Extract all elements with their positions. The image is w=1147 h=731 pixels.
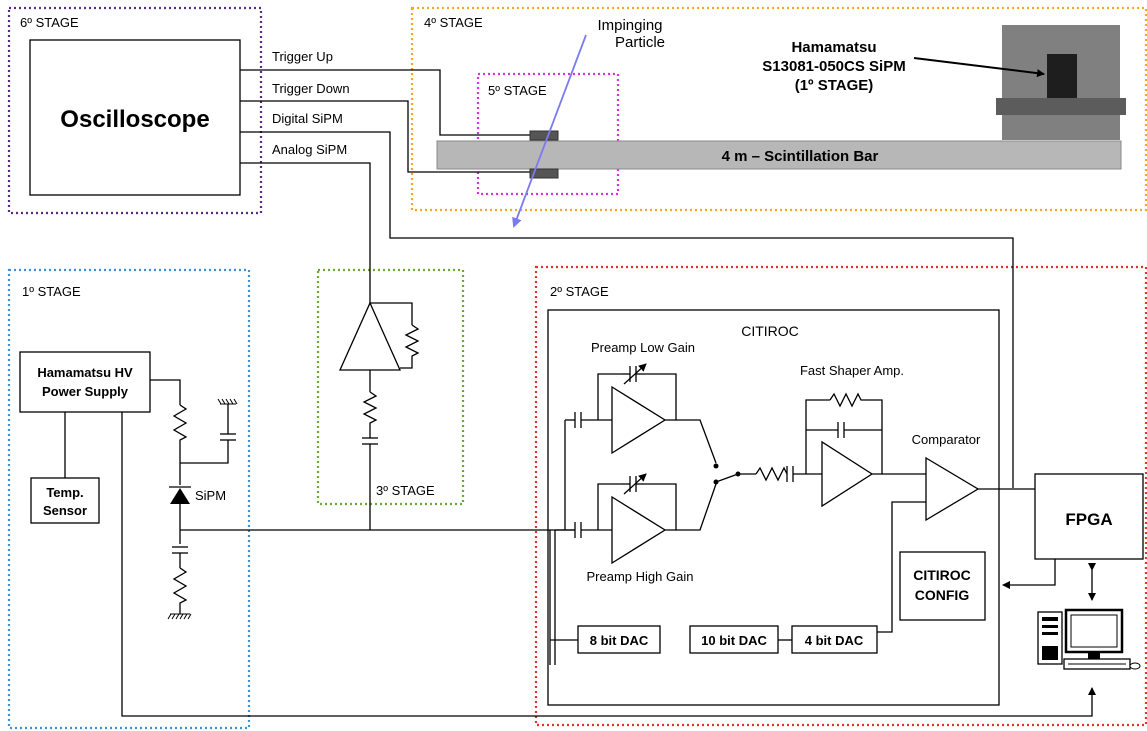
citiroc-title: CITIROC bbox=[741, 323, 799, 339]
bar-label: 4 m – Scintillation Bar bbox=[722, 148, 879, 165]
comparator-label: Comparator bbox=[912, 432, 981, 447]
sipm-top-connector bbox=[529, 130, 559, 141]
sipm-pointer-arrow bbox=[913, 57, 1045, 78]
stage4-boundary bbox=[410, 6, 1147, 212]
dac-8bit bbox=[577, 625, 661, 654]
particle-line2: Particle bbox=[615, 34, 665, 51]
stage2-label: 2º STAGE bbox=[550, 284, 609, 299]
preamp-high-label: Preamp High Gain bbox=[587, 569, 694, 584]
sipm-device-line3: (1º STAGE) bbox=[795, 77, 874, 94]
dac10-label: 10 bit DAC bbox=[701, 633, 767, 648]
stage3-amplifier bbox=[338, 301, 402, 371]
stage1-label: 1º STAGE bbox=[22, 284, 81, 299]
stage3-label: 3º STAGE bbox=[376, 483, 435, 498]
channel-trigger-down: Trigger Down bbox=[272, 81, 350, 96]
hv-control-wire bbox=[121, 412, 1096, 717]
sipm-device-picture bbox=[996, 25, 1126, 140]
fpga-label: FPGA bbox=[1065, 510, 1112, 529]
channel-digital-sipm: Digital SiPM bbox=[272, 111, 343, 126]
wire-trigger-up bbox=[240, 69, 530, 136]
oscilloscope-title: Oscilloscope bbox=[60, 106, 209, 133]
fpga-box bbox=[1034, 473, 1144, 560]
preamp-high-gain bbox=[611, 495, 667, 565]
fpga-config-wire bbox=[1002, 559, 1056, 589]
stage5-boundary bbox=[476, 72, 620, 196]
temp-line1: Temp. bbox=[46, 485, 83, 500]
stage5-label: 5º STAGE bbox=[488, 83, 547, 98]
dac8-label: 8 bit DAC bbox=[590, 633, 649, 648]
channel-analog-sipm: Analog SiPM bbox=[272, 142, 347, 157]
load-resistor bbox=[172, 567, 188, 614]
stage3-boundary bbox=[316, 268, 465, 506]
sipm-device-line2: S13081-050CS SiPM bbox=[762, 58, 905, 75]
citiroc-config-box bbox=[899, 551, 986, 621]
wire-digital-sipm bbox=[240, 131, 1014, 488]
stage4-label: 4º STAGE bbox=[424, 15, 483, 30]
temp-sensor-box bbox=[30, 477, 100, 524]
comparator bbox=[925, 456, 980, 522]
dac4-label: 4 bit DAC bbox=[805, 633, 864, 648]
fast-shaper-label: Fast Shaper Amp. bbox=[800, 363, 904, 378]
temp-line2: Sensor bbox=[43, 503, 87, 518]
hv-line2: Power Supply bbox=[42, 384, 129, 399]
hv-power-supply-box bbox=[19, 351, 151, 413]
dac-4bit bbox=[791, 625, 878, 654]
channel-trigger-up: Trigger Up bbox=[272, 49, 333, 64]
stage2-boundary bbox=[534, 265, 1147, 727]
computer-icon bbox=[1037, 608, 1141, 670]
hv-line1: Hamamatsu HV bbox=[37, 365, 133, 380]
config-line2: CONFIG bbox=[915, 587, 970, 603]
shaper-input-resistor bbox=[755, 466, 788, 482]
stage3-feedback-resistor bbox=[400, 324, 420, 369]
stage1-boundary bbox=[7, 268, 251, 730]
citiroc-box bbox=[547, 309, 1000, 706]
sipm-label: SiPM bbox=[195, 488, 226, 503]
sipm-bottom-connector bbox=[529, 168, 559, 179]
particle-arrow bbox=[512, 34, 587, 228]
stage3-input-resistor bbox=[362, 391, 378, 438]
stage6-boundary bbox=[7, 6, 263, 215]
oscilloscope-box bbox=[29, 39, 241, 196]
particle-line1: Impinging bbox=[597, 17, 662, 34]
wire-trigger-down bbox=[240, 100, 530, 173]
wire-analog-sipm bbox=[240, 162, 371, 303]
dac-10bit bbox=[689, 625, 779, 654]
preamp-low-gain bbox=[611, 385, 667, 455]
config-line1: CITIROC bbox=[913, 567, 971, 583]
scintillation-bar bbox=[436, 140, 1122, 170]
sipm-diode-icon bbox=[170, 488, 190, 504]
preamp-low-label: Preamp Low Gain bbox=[591, 340, 695, 355]
fast-shaper-amp bbox=[821, 440, 874, 508]
bias-resistor bbox=[172, 404, 188, 463]
stage6-label: 6º STAGE bbox=[20, 15, 79, 30]
sipm-device-line1: Hamamatsu bbox=[791, 39, 876, 56]
shaper-feedback-resistor bbox=[829, 392, 883, 475]
